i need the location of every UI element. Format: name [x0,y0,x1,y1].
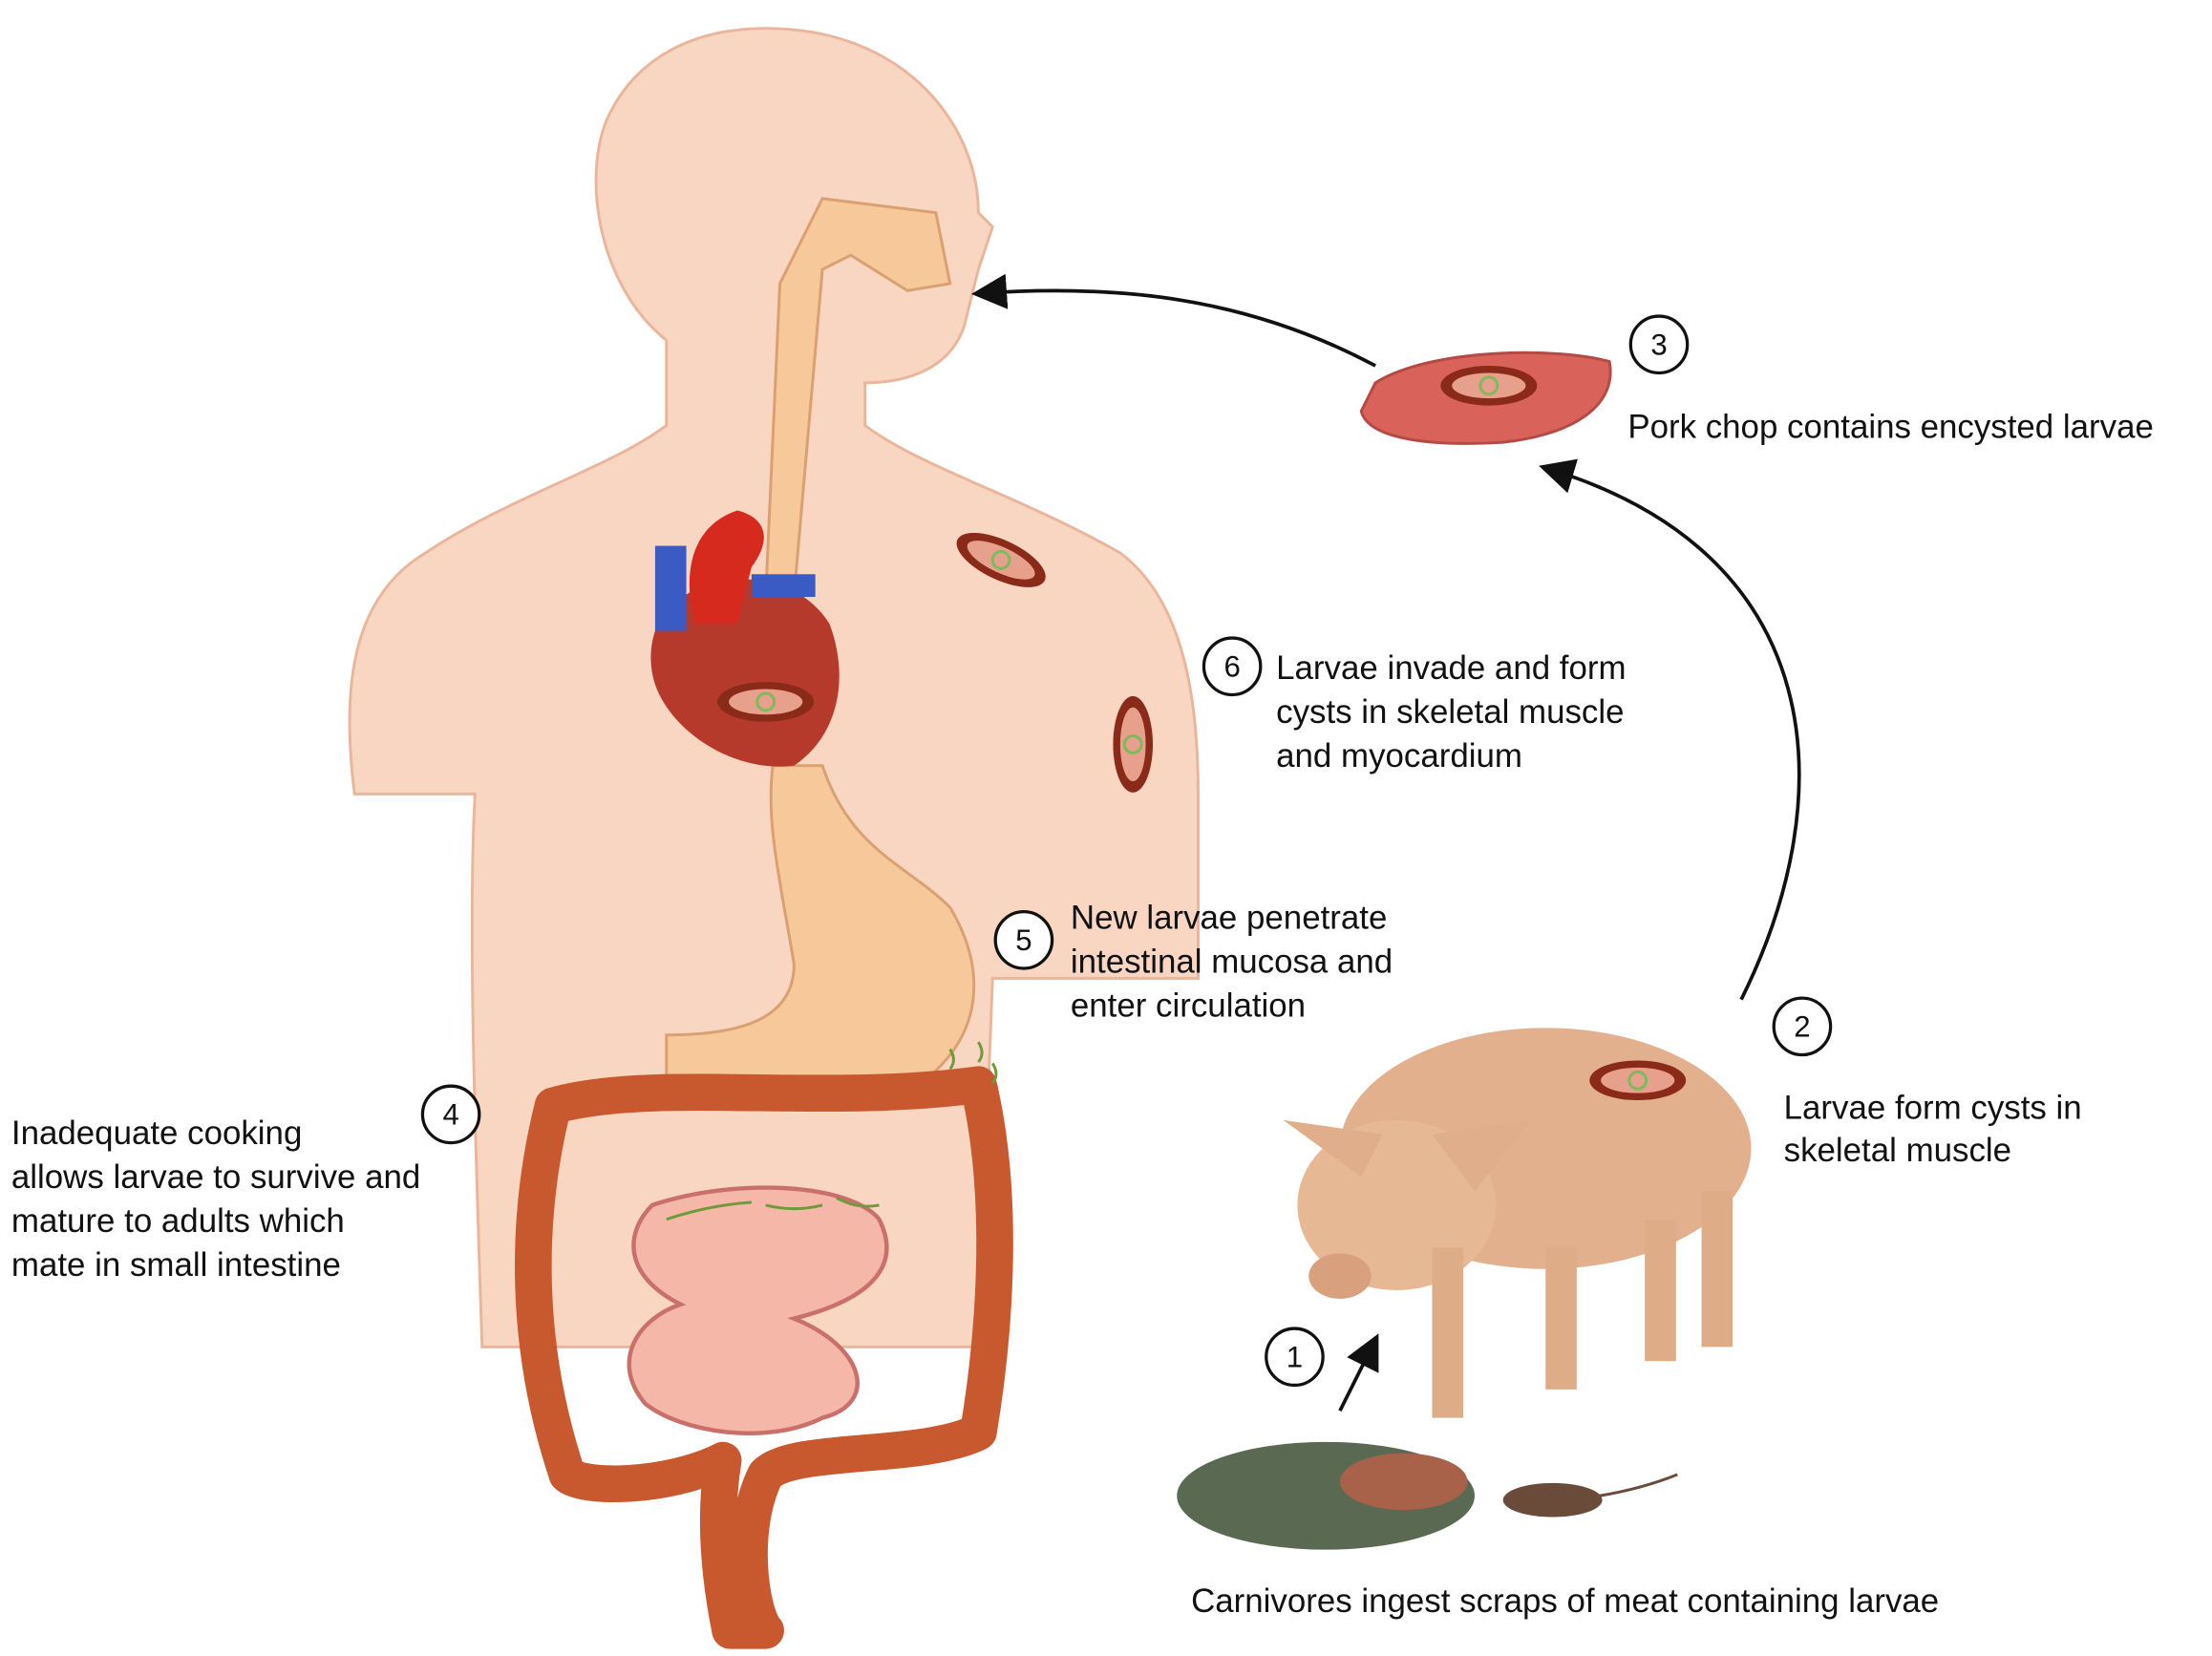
step-label-line: enter circulation [1071,987,1306,1024]
arrow-scraps-to-pig [1338,1333,1379,1412]
step-number: 4 [442,1097,458,1131]
step-label-line: Larvae form cysts in [1784,1089,2082,1126]
step-number-circle [1628,314,1690,375]
step-number: 1 [1287,1340,1303,1373]
step-number-circle [1265,1327,1325,1388]
heart [650,510,840,767]
step-label: Pork chop contains encysted larvae [1627,409,2154,446]
step-2: 2 Larvae form cysts in skeletal muscle [1772,996,2082,1169]
step-3: 3 Pork chop contains encysted larvae [1627,314,2154,446]
large-intestine [515,1066,1013,1649]
small-intestine [627,1185,889,1435]
step-label-line: Larvae invade and form [1276,649,1626,687]
step-5: 5 New larvae penetrate intestinal mucosa… [993,899,1393,1024]
step-label-line: mature to adults which [11,1202,345,1240]
step-label-line: cysts in skeletal muscle [1276,693,1624,731]
step-number-circle [993,909,1054,970]
step-1: 1 Carnivores ingest scraps of meat conta… [1191,1327,1939,1620]
step-label-line: and myocardium [1276,737,1522,775]
step-number: 5 [1015,924,1032,957]
meat-scraps [1177,1441,1475,1550]
human-body [348,27,1200,1649]
step-label: Carnivores ingest scraps of meat contain… [1191,1582,1939,1620]
step-label-line: New larvae penetrate [1071,899,1388,936]
pig [1283,1028,1752,1418]
step-6: 6 Larvae invade and form cysts in skelet… [1202,636,1627,775]
larvae-worms [666,1041,998,1221]
pork-chop [1359,350,1612,445]
arrow-porkchop-to-mouth [970,273,1376,368]
step-label-line: Inadequate cooking [11,1115,302,1152]
step-4: 4 Inadequate cooking allows larvae to su… [11,1084,481,1284]
step-number-circle [420,1084,481,1145]
esophagus-airway [764,197,952,598]
step-number: 6 [1223,649,1240,683]
arrow-pig-to-porkchop [1539,458,1801,1001]
step-label-line: intestinal mucosa and [1071,943,1393,980]
step-label-line: skeletal muscle [1784,1132,2011,1169]
step-number: 2 [1794,1009,1810,1043]
step-label-line: allows larvae to survive and [11,1158,420,1196]
step-number: 3 [1650,328,1667,361]
cyst-arm [1111,694,1155,795]
rodent [1502,1473,1678,1518]
step-number-circle [1202,636,1263,697]
step-number-circle [1772,996,1833,1057]
step-label-line: mate in small intestine [11,1246,341,1284]
